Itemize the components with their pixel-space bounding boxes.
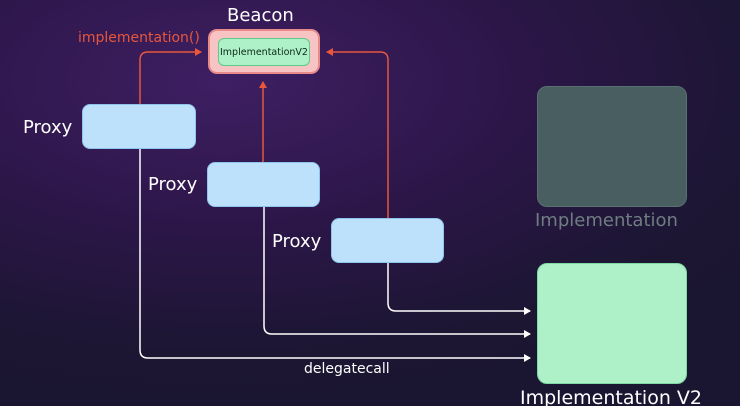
proxy-label-1: Proxy: [23, 117, 73, 138]
beacon-box: ImplementationV2: [208, 29, 320, 74]
implementation-old-label: Implementation: [535, 210, 678, 231]
implementation-old-box: [537, 86, 687, 207]
implementation-call-label: implementation(): [78, 30, 200, 46]
delegatecall-label: delegatecall: [304, 361, 390, 377]
beacon-title: Beacon: [227, 5, 294, 26]
delegate-arrow-proxy-1: [139, 149, 531, 362]
delegate-arrow-proxy-3: [387, 263, 531, 315]
proxy-label-3: Proxy: [272, 231, 322, 252]
proxy-label-2: Proxy: [148, 174, 198, 195]
implementation-v2-box: [537, 263, 687, 384]
implementation-v2-label: Implementation V2: [520, 387, 702, 406]
proxy-box-3: [331, 218, 444, 263]
call-arrow-proxy-3: [326, 48, 389, 218]
beacon-implementation-slot: ImplementationV2: [218, 38, 310, 66]
delegate-arrow-proxy-2: [263, 207, 531, 338]
proxy-box-1: [82, 104, 196, 149]
proxy-box-2: [207, 162, 320, 207]
call-arrow-proxy-1: [139, 48, 202, 104]
